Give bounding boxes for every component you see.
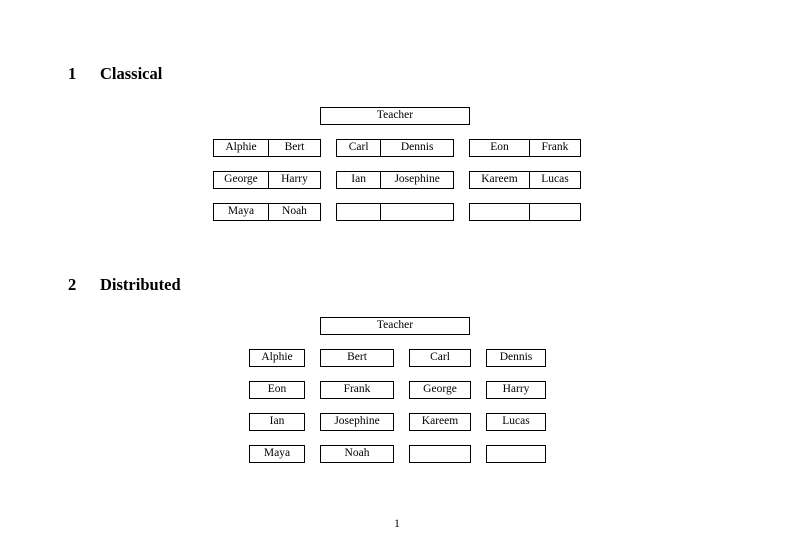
name-cell: Frank	[343, 383, 371, 396]
name-box-empty	[409, 445, 471, 463]
teacher-box-classical: Teacher	[320, 107, 470, 125]
name-cell-empty	[528, 204, 580, 220]
name-box: Alphie	[249, 349, 305, 367]
name-box: Lucas	[486, 413, 546, 431]
name-cell: George	[224, 173, 258, 186]
name-box-empty	[486, 445, 546, 463]
name-cell: Kareem	[481, 173, 518, 186]
name-box: Dennis	[486, 349, 546, 367]
table-row: George Harry	[213, 171, 321, 189]
name-cell: Josephine	[380, 172, 453, 188]
section-number: 1	[68, 64, 77, 83]
name-cell: Dennis	[499, 351, 533, 364]
name-cell: Eon	[267, 383, 287, 396]
name-box: Ian	[249, 413, 305, 431]
name-cell: Alphie	[261, 351, 293, 364]
name-cell: Noah	[267, 204, 320, 220]
table-row: Kareem Lucas	[469, 171, 581, 189]
name-cell: Maya	[227, 205, 255, 218]
table-row-empty	[469, 203, 581, 221]
name-cell: Alphie	[225, 141, 257, 154]
name-cell: Bert	[267, 140, 320, 156]
name-cell: Kareem	[421, 415, 459, 428]
section-heading-classical: 1 Classical	[68, 64, 162, 84]
name-cell: Carl	[348, 141, 369, 154]
name-cell-empty	[337, 204, 380, 220]
name-cell: Dennis	[380, 140, 453, 156]
name-cell-empty	[470, 204, 529, 220]
table-row: Maya Noah	[213, 203, 321, 221]
table-row: Alphie Bert	[213, 139, 321, 157]
name-cell-empty	[487, 446, 545, 462]
table-row: Eon Frank	[469, 139, 581, 157]
name-box: Kareem	[409, 413, 471, 431]
name-box: Frank	[320, 381, 394, 399]
name-cell: Maya	[263, 447, 291, 460]
name-cell-empty	[410, 446, 470, 462]
name-box: George	[409, 381, 471, 399]
name-cell: George	[423, 383, 457, 396]
name-box: Carl	[409, 349, 471, 367]
teacher-label: Teacher	[376, 319, 414, 332]
section-heading-distributed: 2 Distributed	[68, 275, 181, 295]
name-box: Josephine	[320, 413, 394, 431]
section-number: 2	[68, 275, 77, 294]
name-box: Eon	[249, 381, 305, 399]
name-cell: Frank	[528, 140, 580, 156]
name-cell: Harry	[502, 383, 530, 396]
name-box: Bert	[320, 349, 394, 367]
name-box: Noah	[320, 445, 394, 463]
teacher-box-distributed: Teacher	[320, 317, 470, 335]
name-cell: Lucas	[502, 415, 530, 428]
name-box: Maya	[249, 445, 305, 463]
name-cell: Eon	[490, 141, 509, 154]
name-cell: Carl	[430, 351, 450, 364]
name-cell: Lucas	[528, 172, 580, 188]
name-cell: Ian	[351, 173, 366, 186]
table-row-empty	[336, 203, 454, 221]
table-row: Carl Dennis	[336, 139, 454, 157]
section-title: Distributed	[100, 275, 181, 294]
section-title: Classical	[100, 64, 163, 83]
table-row: Ian Josephine	[336, 171, 454, 189]
name-cell: Ian	[269, 415, 285, 428]
name-cell: Josephine	[334, 415, 380, 428]
name-cell: Noah	[344, 447, 370, 460]
page-number: 1	[394, 518, 400, 530]
name-cell: Harry	[267, 172, 320, 188]
teacher-label: Teacher	[376, 109, 414, 122]
name-box: Harry	[486, 381, 546, 399]
name-cell-empty	[380, 204, 453, 220]
name-cell: Bert	[347, 351, 367, 364]
